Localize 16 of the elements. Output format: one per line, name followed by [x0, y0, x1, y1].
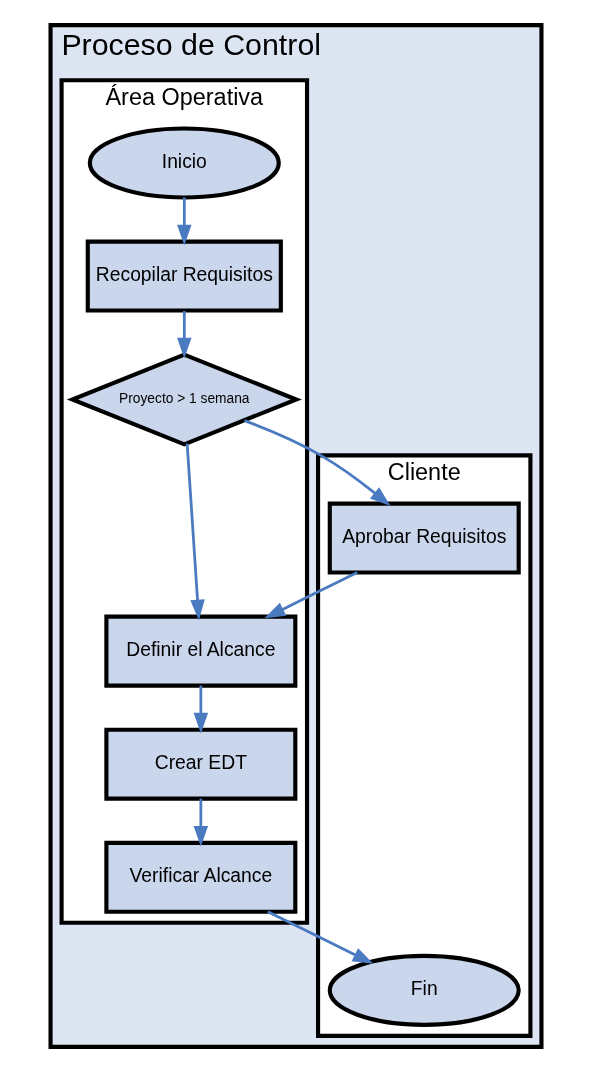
node-ellipse: Inicio — [87, 126, 281, 200]
node-box: Recopilar Requisitos — [85, 239, 283, 313]
arrow — [193, 685, 209, 734]
arrow — [185, 443, 205, 621]
node-box: Aprobar Requisitos — [327, 501, 521, 575]
arrow — [244, 419, 391, 507]
arrow — [177, 197, 192, 246]
node-box: Crear EDT — [104, 727, 298, 801]
arrow — [177, 311, 192, 359]
node-box: Definir el Alcance — [104, 614, 298, 688]
arrow — [267, 910, 374, 964]
arrow — [264, 571, 358, 619]
arrow — [193, 798, 209, 847]
node-diamond: Proyecto > 1 semana — [66, 352, 302, 447]
node-box: Verificar Alcance — [104, 840, 298, 914]
node-ellipse: Fin — [327, 953, 521, 1027]
